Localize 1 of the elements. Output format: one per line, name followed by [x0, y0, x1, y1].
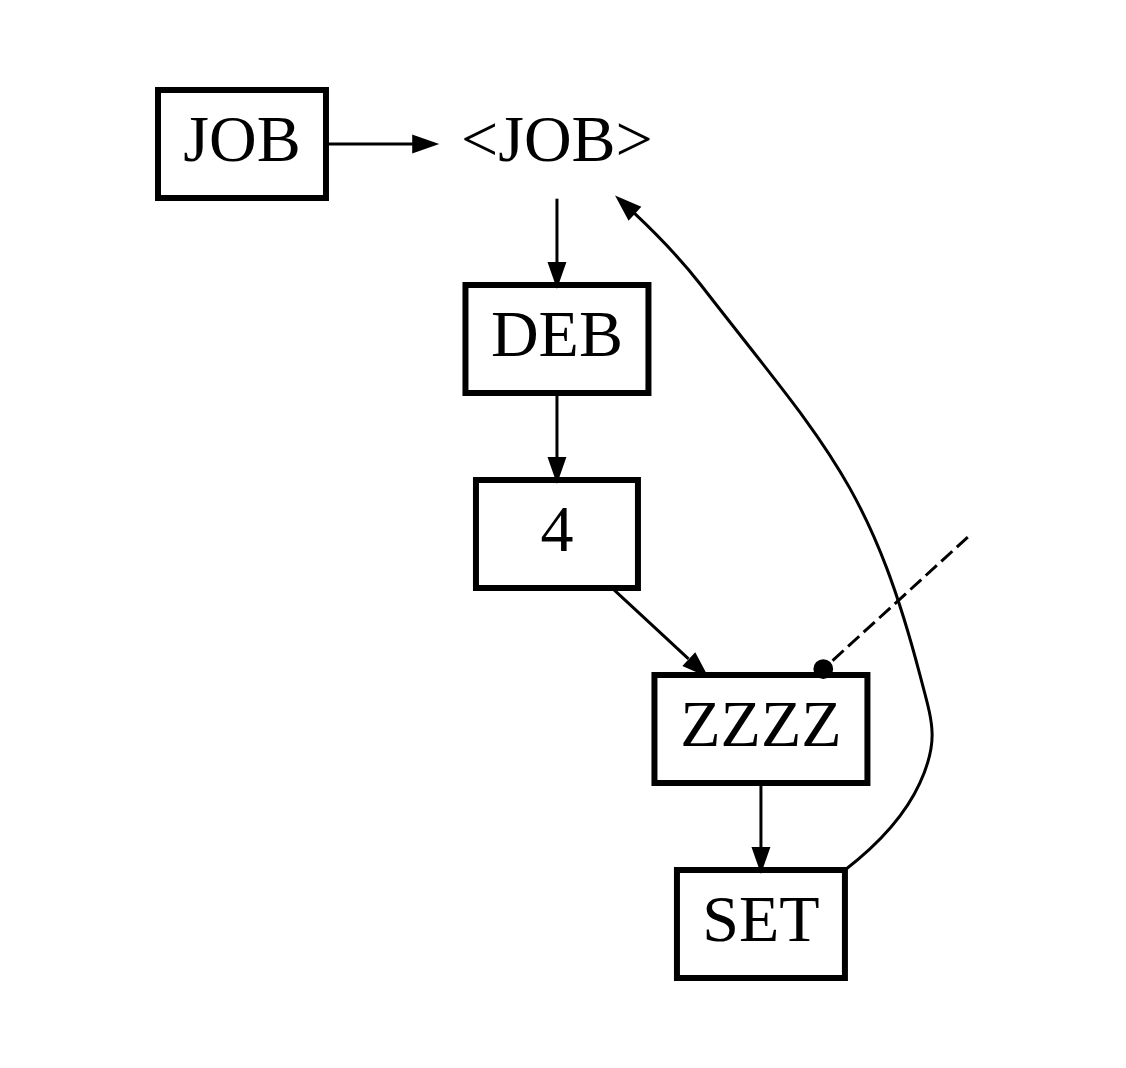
node-text: <JOB>	[460, 101, 653, 175]
